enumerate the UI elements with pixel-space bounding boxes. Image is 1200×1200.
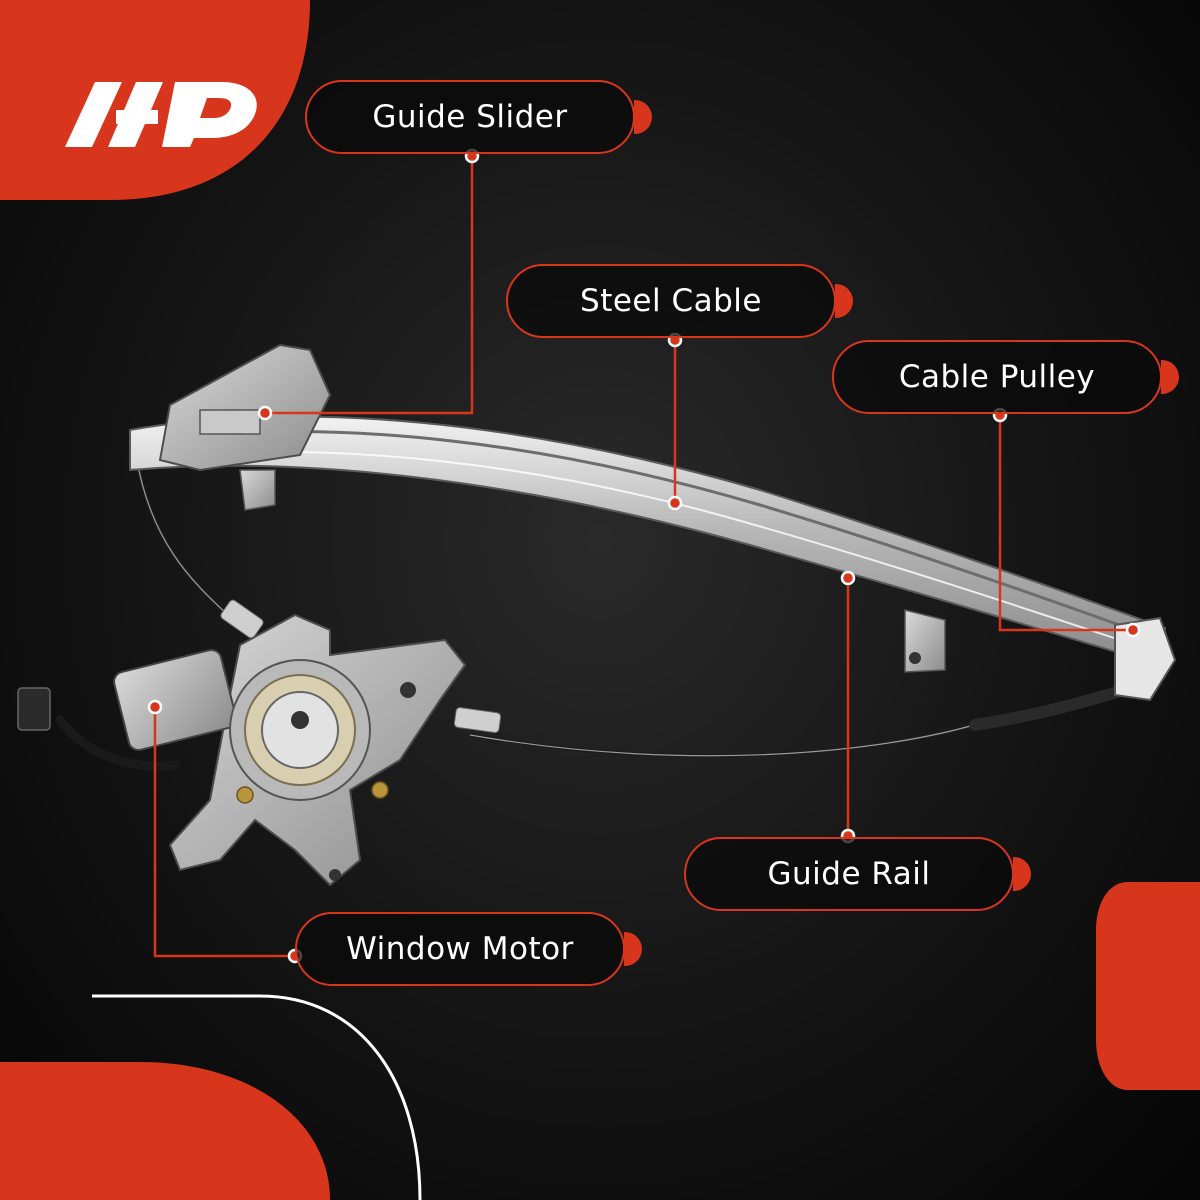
guide-slider-point-marker [257, 405, 273, 421]
cable-pulley-leader [998, 415, 1133, 632]
steel-cable-point-marker [667, 495, 683, 511]
callout-leader-lines [153, 156, 1133, 958]
window-motor-leader [153, 707, 295, 958]
window-regulator-illustration [17, 343, 1177, 887]
window-motor-point-marker [147, 699, 163, 715]
cable-pulley-shape [1114, 616, 1177, 702]
guide-slider-shape [158, 343, 332, 472]
guide-rail-tab [1013, 857, 1031, 891]
guide-rail-callout: Guide Rail [684, 837, 1014, 911]
guide-rail-label: Guide Rail [767, 856, 931, 892]
cable-pulley-tab [1161, 360, 1179, 394]
cable-pulley-point-marker [1125, 622, 1141, 638]
guide-slider-label: Guide Slider [372, 99, 568, 135]
guide-rail-point-marker [840, 570, 856, 586]
bottom-left-corner-shape [0, 1062, 330, 1200]
bottom-left-outline-arc [92, 994, 422, 1200]
right-corner-shape [1096, 882, 1200, 1090]
motor-housing-shape [113, 649, 237, 751]
cable-pulley-label: Cable Pulley [898, 359, 1096, 395]
steel-cable-tab [835, 284, 853, 318]
steel-cable-callout: Steel Cable [506, 264, 836, 338]
window-motor-callout: Window Motor [295, 912, 625, 986]
cable-pulley-callout: Cable Pulley [832, 340, 1162, 414]
steel-cable-label: Steel Cable [580, 283, 762, 319]
window-motor-label: Window Motor [346, 931, 574, 967]
guide-slider-tab [634, 100, 652, 134]
brand-logo [65, 82, 257, 147]
window-motor-tab [624, 932, 642, 966]
guide-slider-callout: Guide Slider [305, 80, 635, 154]
guide-slider-leader [265, 156, 474, 415]
